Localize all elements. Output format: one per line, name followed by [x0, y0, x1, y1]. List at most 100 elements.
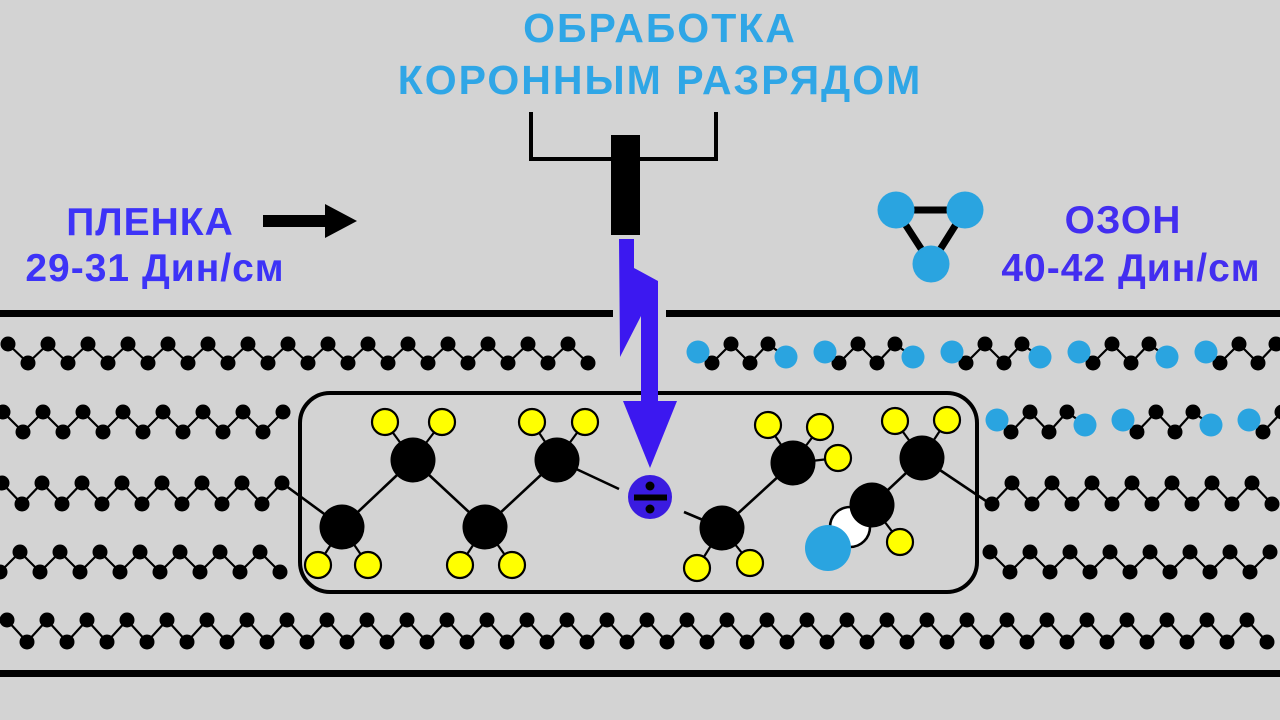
chain-carbon-dot [134, 496, 150, 512]
electrode-bar [611, 135, 640, 235]
chain-carbon-dot [1024, 496, 1040, 512]
chain-carbon-dot [255, 424, 271, 440]
chain-carbon-dot [559, 612, 575, 628]
chain-carbon-dot [580, 355, 596, 371]
hydrogen-atom [427, 407, 457, 437]
carbon-atom [462, 504, 508, 550]
chain-carbon-dot [92, 544, 108, 560]
chain-carbon-dot [234, 475, 250, 491]
chain-carbon-dot [831, 355, 847, 371]
attached-oxygen-atom [805, 525, 851, 571]
film-bottom-surface [0, 670, 1280, 677]
chain-oxygen-dot [1155, 345, 1179, 369]
chain-carbon-dot [272, 564, 288, 580]
chain-carbon-dot [1224, 496, 1240, 512]
polymer-chains [0, 336, 1280, 650]
chain-carbon-dot [1148, 404, 1164, 420]
chain-carbon-dot [14, 496, 30, 512]
chain-carbon-dot [120, 336, 136, 352]
chain-carbon-dot [155, 404, 171, 420]
chain-carbon-dot [179, 634, 195, 650]
chain-carbon-dot [982, 544, 998, 560]
carbon-atom [319, 504, 365, 550]
chain-carbon-dot [639, 612, 655, 628]
chain-carbon-dot [1119, 612, 1135, 628]
chain-carbon-dot [1122, 564, 1138, 580]
chain-carbon-dot [1022, 404, 1038, 420]
chain-carbon-dot [114, 475, 130, 491]
chain-carbon-dot [1264, 496, 1280, 512]
chain-carbon-dot [1104, 336, 1120, 352]
chain-carbon-dot [500, 355, 516, 371]
chain-carbon-dot [499, 634, 515, 650]
chain-carbon-dot [1202, 564, 1218, 580]
film-direction-arrow-icon [263, 204, 357, 238]
chain-carbon-dot [869, 355, 885, 371]
chain-carbon-dot [95, 424, 111, 440]
chain-carbon-dot [1162, 564, 1178, 580]
hydrogen-atom [682, 553, 712, 583]
chain-carbon-dot [919, 612, 935, 628]
chain-carbon-dot [15, 424, 31, 440]
chain-carbon-dot [439, 612, 455, 628]
chain-carbon-dot [679, 612, 695, 628]
chain-carbon-dot [1002, 564, 1018, 580]
chain-carbon-dot [560, 336, 576, 352]
chain-carbon-dot [1099, 634, 1115, 650]
chain-oxygen-dot [1199, 413, 1223, 437]
chain-carbon-dot [379, 634, 395, 650]
chain-carbon-dot [1014, 336, 1030, 352]
chain-carbon-dot [939, 634, 955, 650]
magnified-molecule [281, 405, 993, 583]
chain-carbon-dot [35, 404, 51, 420]
chain-carbon-dot [172, 544, 188, 560]
chain-carbon-dot [360, 336, 376, 352]
chain-carbon-dot [704, 355, 720, 371]
chain-carbon-dot [659, 634, 675, 650]
carbon-atom [770, 440, 816, 486]
chain-carbon-dot [1212, 355, 1228, 371]
chain-carbon-dot [899, 634, 915, 650]
chain-carbon-dot [1222, 544, 1238, 560]
chain-carbon-dot [999, 612, 1015, 628]
chain-carbon-dot [1185, 404, 1201, 420]
chain-carbon-dot [319, 612, 335, 628]
hydrogen-atom [823, 443, 853, 473]
chain-carbon-dot [1041, 424, 1057, 440]
chain-carbon-dot [460, 355, 476, 371]
chain-carbon-dot [1259, 634, 1275, 650]
chain-carbon-dot [1064, 496, 1080, 512]
chain-carbon-dot [39, 612, 55, 628]
chain-carbon-dot [742, 355, 758, 371]
carbon-atom [899, 435, 945, 481]
hydrogen-atom [735, 548, 765, 578]
chain-carbon-dot [759, 612, 775, 628]
film-top-surface-right [666, 310, 1280, 317]
chain-carbon-dot [94, 496, 110, 512]
chain-carbon-dot [1255, 424, 1271, 440]
film-label: ПЛЕНКА [66, 201, 234, 244]
division-sign-dot-bottom [645, 504, 655, 514]
chain-carbon-dot [1182, 544, 1198, 560]
chain-carbon-dot [254, 496, 270, 512]
hydrogen-atom [805, 412, 835, 442]
chain-carbon-dot [479, 612, 495, 628]
chain-carbon-dot [760, 336, 776, 352]
chain-carbon-dot [80, 336, 96, 352]
chain-carbon-dot [0, 404, 11, 420]
chain-carbon-dot [174, 496, 190, 512]
chain-carbon-dot [339, 634, 355, 650]
chain-carbon-dot [1199, 612, 1215, 628]
chain-carbon-dot [440, 336, 456, 352]
chain-carbon-dot [839, 612, 855, 628]
oxygen-atom [912, 245, 950, 283]
chain-carbon-dot [200, 336, 216, 352]
hydrogen-atom [370, 407, 400, 437]
chain-carbon-dot [1123, 355, 1139, 371]
chain-carbon-dot [40, 336, 56, 352]
hydrogen-atom [517, 407, 547, 437]
chain-carbon-dot [199, 612, 215, 628]
hydrogen-atom [445, 550, 475, 580]
